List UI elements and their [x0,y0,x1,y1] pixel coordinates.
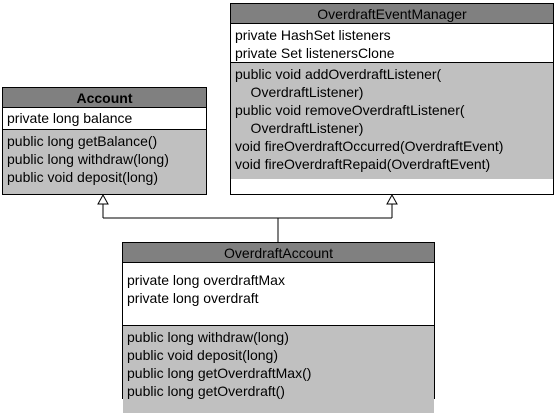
generalization-arrowhead-account [97,193,109,205]
attribute: private Set listenersClone [235,45,395,61]
attribute: private long overdraft [127,290,259,306]
operation: public long withdraw(long) [127,329,289,345]
attribute: private long overdraftMax [127,272,285,288]
class-overdraft-event-manager[interactable]: OverdraftEventManager private HashSet li… [230,3,554,195]
operation: OverdraftListener) [235,120,364,136]
operation: public void addOverdraftListener( [235,66,442,82]
operation: public void deposit(long) [127,347,278,363]
operation: void fireOverdraftOccurred(OverdraftEven… [235,138,504,154]
operation: public long getOverdraft() [127,383,285,399]
inheritance-connectors [97,193,398,242]
operation: public long getOverdraftMax() [127,365,312,381]
operation: public long getBalance() [7,133,158,149]
generalization-arrowhead-event-manager [386,193,398,205]
attributes-compartment: private long balance [3,108,206,130]
class-name: OverdraftEventManager [231,4,553,24]
operation: void fireOverdraftRepaid(OverdraftEvent) [235,156,491,172]
operation: OverdraftListener) [235,84,364,100]
class-name: Account [3,88,206,108]
class-name: OverdraftAccount [123,243,434,263]
operations-compartment: public void addOverdraftListener( Overdr… [231,63,553,179]
attribute: private HashSet listeners [235,27,391,43]
operation: public void removeOverdraftListener( [235,102,465,118]
class-overdraft-account[interactable]: OverdraftAccount private long overdraftM… [122,242,435,413]
attributes-compartment: private HashSet listeners private Set li… [231,24,553,63]
operations-compartment: public long getBalance() public long wit… [3,130,206,194]
operation: public long withdraw(long) [7,151,169,167]
operations-compartment: public long withdraw(long) public void d… [123,326,434,413]
class-account[interactable]: Account private long balance public long… [2,87,207,195]
operation: public void deposit(long) [7,169,158,185]
attribute: private long balance [7,110,133,126]
attributes-compartment: private long overdraftMax private long o… [123,263,434,326]
